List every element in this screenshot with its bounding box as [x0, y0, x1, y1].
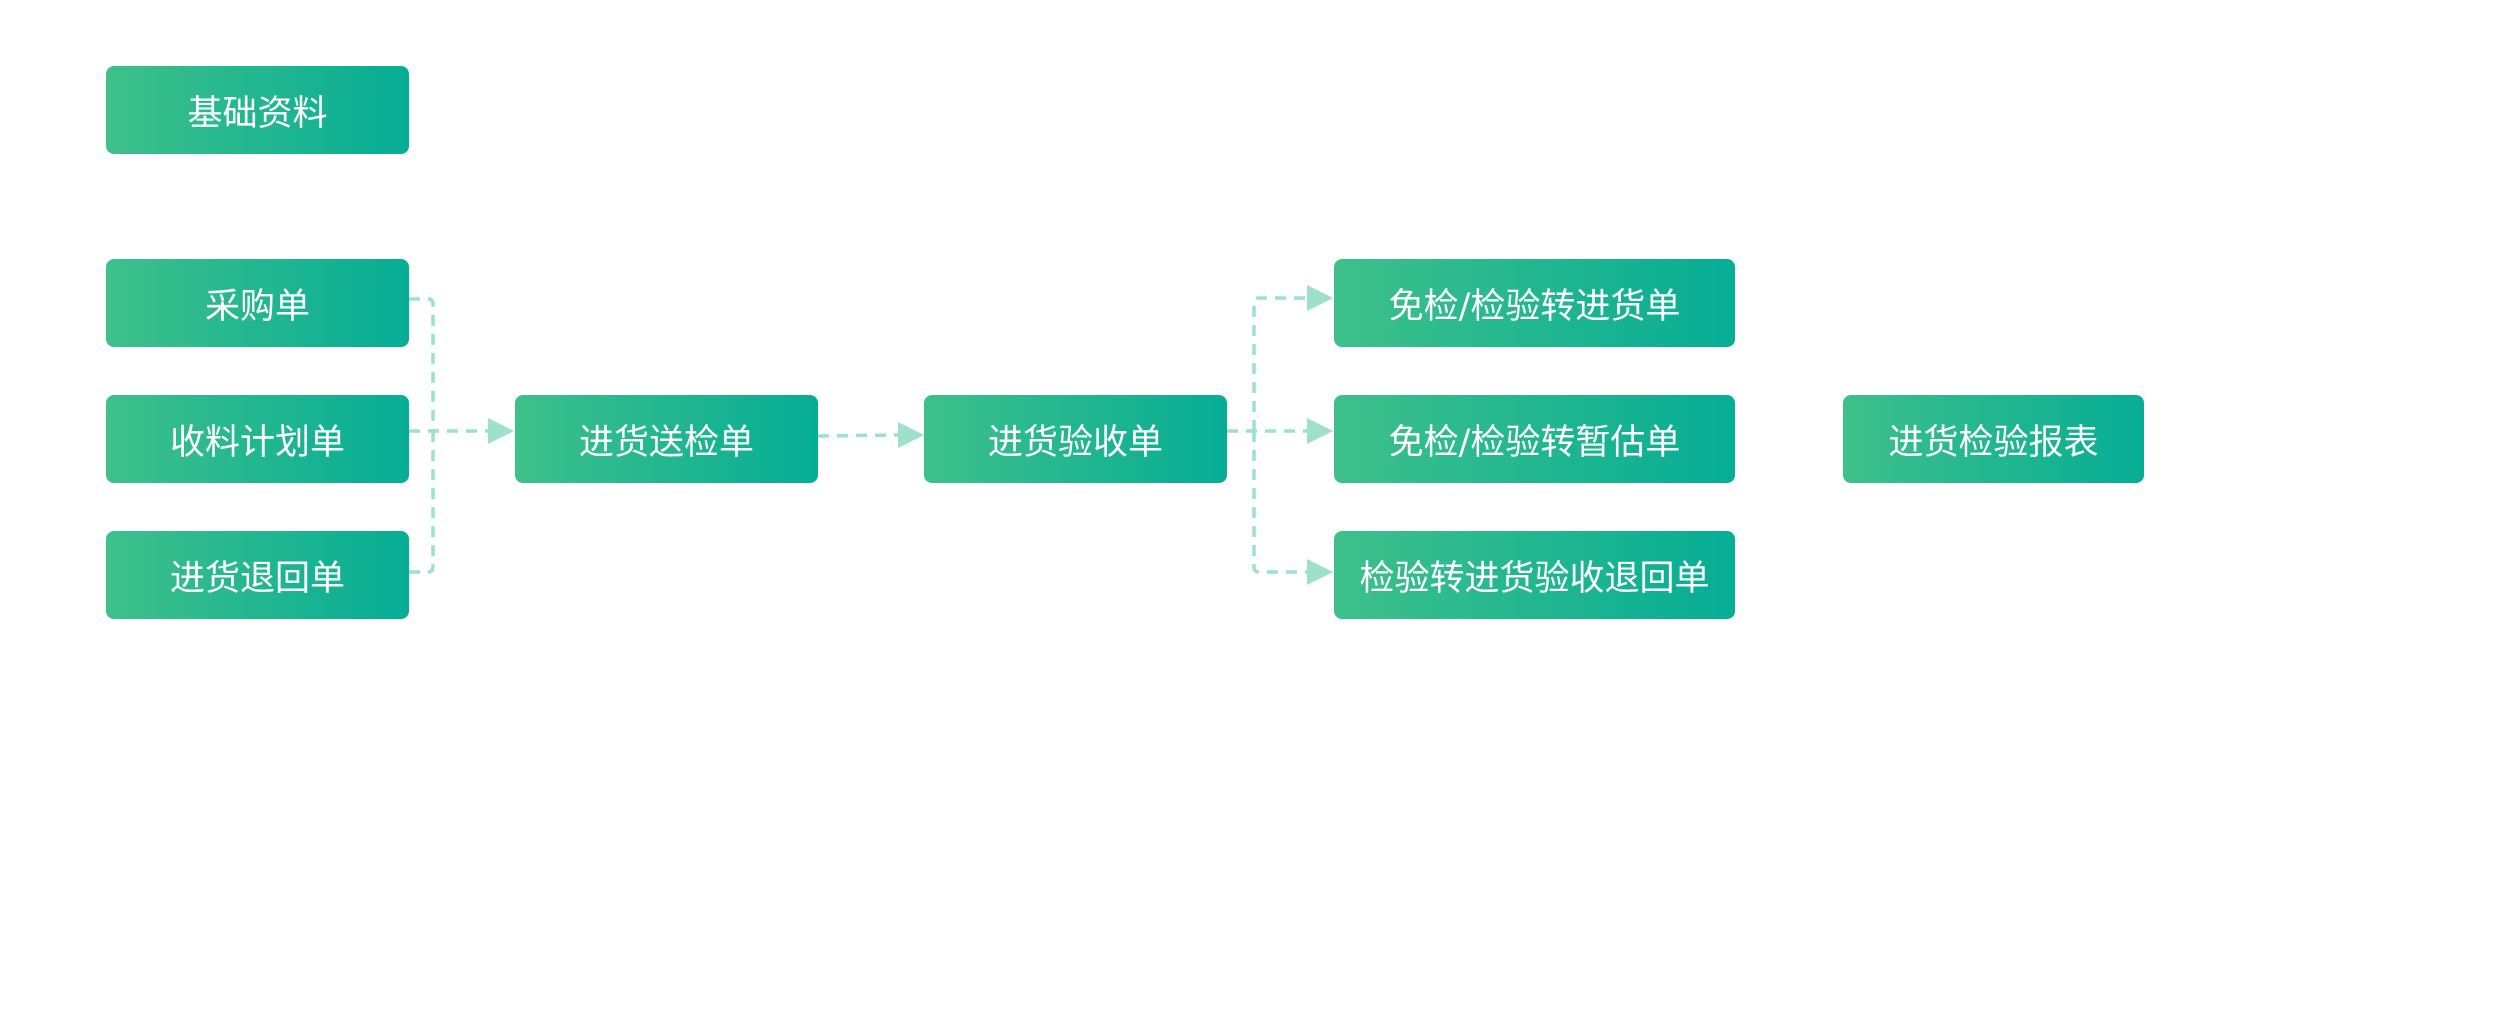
connector-purchase-order	[409, 297, 435, 431]
node-inspection-report[interactable]: 进货检验报表	[1843, 395, 2144, 483]
arrow-to-provisional-estimate	[1307, 418, 1333, 444]
arrow-to-acceptance-return	[1307, 559, 1333, 585]
arrow-to-purchase-receipt	[1307, 285, 1333, 311]
node-to-provisional-estimate[interactable]: 免检/检验转暂估单	[1334, 395, 1735, 483]
connector-to-purchase-receipt	[1252, 296, 1307, 431]
node-to-purchase-receipt[interactable]: 免检/检验转进货单	[1334, 259, 1735, 347]
arrow-to-acceptance-order	[898, 422, 924, 448]
node-acceptance-order[interactable]: 进货验收单	[924, 395, 1227, 483]
node-material-plan[interactable]: 收料计划单	[106, 395, 409, 483]
node-base-data[interactable]: 基础资料	[106, 66, 409, 154]
node-to-acceptance-return[interactable]: 检验转进货验收退回单	[1334, 531, 1735, 619]
node-inspection-request[interactable]: 进货送检单	[515, 395, 818, 483]
connector-return-order	[409, 431, 435, 574]
connector-request-to-acceptance	[817, 433, 899, 438]
node-purchase-order[interactable]: 采购单	[106, 259, 409, 347]
node-return-order[interactable]: 进货退回单	[106, 531, 409, 619]
arrow-to-inspection-request	[488, 418, 514, 444]
connector-to-acceptance-return	[1252, 431, 1307, 574]
